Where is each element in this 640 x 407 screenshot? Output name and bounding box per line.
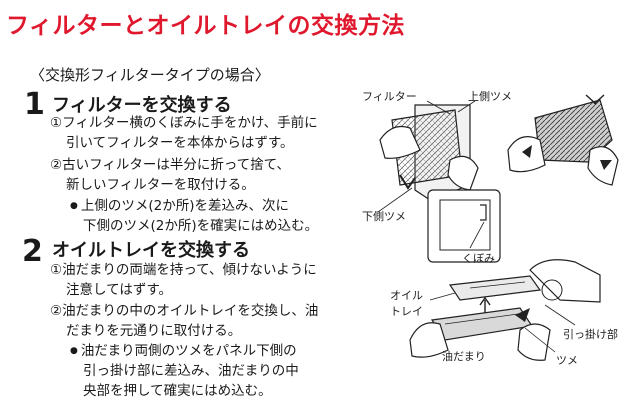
label-hook: 引っ掛け部 [563, 327, 618, 341]
step-1-number: 1 [24, 87, 45, 122]
label-filter: フィルター [362, 90, 417, 103]
section-subtitle: 〈交換形フィルタータイプの場合〉 [30, 66, 270, 84]
step-2-bullet-line-2: 引っ掛け部に差込み、油だまりの中 [83, 363, 299, 379]
label-oil-tray-line-1: オイル [390, 289, 423, 302]
step-1-bullet-line-1: 上側のツメ(2か所)を差込み、次に [70, 196, 289, 218]
step-1-item-2-line-2: 新しいフィルターを取付ける。 [66, 177, 255, 193]
step-1-bullet-line-2: 下側のツメ(2か所)を確実にはめ込む。 [83, 218, 319, 234]
step-1-item-1-line-1: ①フィルター横のくぼみに手をかけ、手前に [50, 115, 318, 131]
step-2-bullet-line-1: 油だまり両側のツメをパネル下側の [70, 341, 297, 363]
step-2-item-1-line-1: ①油だまりの両端を持って、傾けないように [50, 262, 317, 278]
step-2-bullet-line-3: 央部を押して確実にはめ込む。 [83, 383, 272, 399]
step-1-heading: フィルターを交換する [52, 95, 232, 116]
label-claw: ツメ [556, 354, 578, 367]
step-2-item-2-line-2: だまりを元通りに取付ける。 [66, 323, 242, 339]
filter-folding-drawing [507, 94, 619, 186]
step-1-item-2-line-1: ②古いフィルターは半分に折って捨て、 [50, 157, 290, 173]
step-2-heading: オイルトレイを交換する [52, 240, 250, 261]
step-1-item-1-line-2: 引いてフィルターを本体からはずす。 [66, 135, 294, 151]
label-oil-pan: 油だまり [442, 349, 486, 363]
page-title: フィルターとオイルトレイの交換方法 [6, 13, 406, 39]
step-2-item-2-line-1: ②油だまりの中のオイルトレイを交換し、油 [50, 303, 319, 319]
label-upper-claw: 上側ツメ [468, 90, 512, 103]
label-recess: くぼみ [462, 252, 495, 265]
step-2-number: 2 [22, 234, 43, 269]
label-lower-claw: 下側ツメ [362, 210, 406, 223]
filter-removal-drawing [377, 100, 501, 263]
step-2-item-1-line-2: 注意してはずす。 [66, 282, 172, 298]
label-oil-tray-line-2: トレイ [390, 305, 423, 318]
oil-tray-drawing [409, 259, 601, 361]
